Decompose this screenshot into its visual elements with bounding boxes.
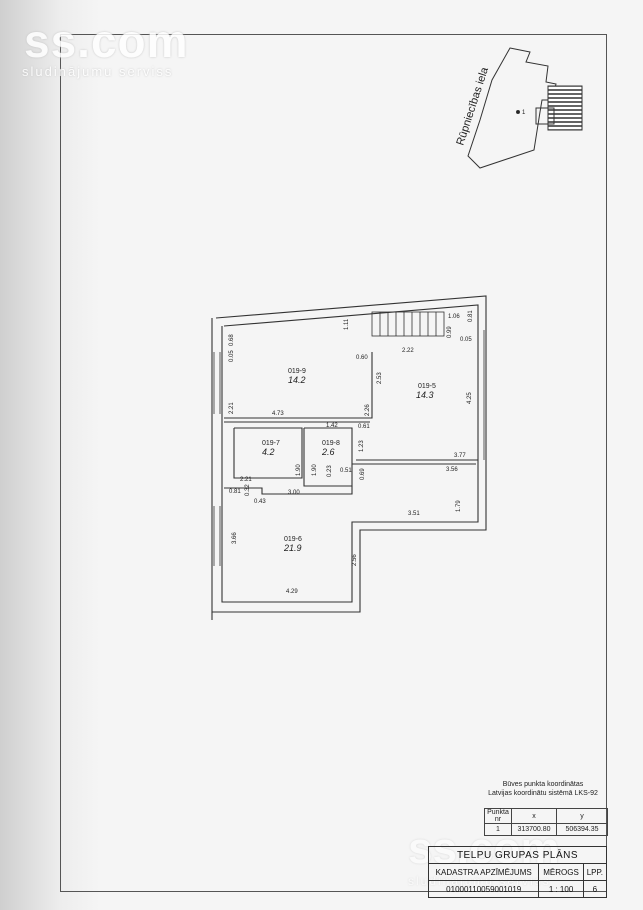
site-point-label: 1 bbox=[522, 110, 526, 116]
value-page: 6 bbox=[582, 880, 608, 898]
title-block: TELPU GRUPAS PLĀNS KADASTRA APZĪMĒJUMS M… bbox=[427, 846, 608, 898]
svg-text:3.00: 3.00 bbox=[288, 490, 300, 496]
svg-text:1.90: 1.90 bbox=[312, 464, 318, 476]
room-area-019-7: 4.2 bbox=[262, 447, 275, 457]
svg-text:1.79: 1.79 bbox=[456, 500, 462, 512]
site-annex bbox=[535, 107, 555, 125]
windows bbox=[213, 330, 485, 566]
svg-text:4.73: 4.73 bbox=[272, 411, 284, 417]
value-scale: 1 : 100 bbox=[538, 880, 584, 898]
svg-text:4.29: 4.29 bbox=[286, 589, 298, 595]
svg-text:0.05: 0.05 bbox=[460, 337, 472, 343]
svg-text:0.32: 0.32 bbox=[245, 484, 251, 496]
svg-text:2.22: 2.22 bbox=[402, 348, 414, 354]
svg-text:1.23: 1.23 bbox=[359, 440, 365, 452]
coordinates-caption: Būves punkta koordinātas Latvijas koordi… bbox=[484, 780, 602, 798]
outer-wall-inner bbox=[221, 304, 479, 603]
room-id-019-8: 019-8 bbox=[322, 440, 340, 447]
coordinates-heading: Būves punkta koordinātas bbox=[502, 781, 584, 788]
svg-text:0.51: 0.51 bbox=[340, 468, 352, 474]
title-block-title: TELPU GRUPAS PLĀNS bbox=[428, 846, 607, 864]
wall-019-6-north bbox=[224, 486, 353, 495]
svg-text:0.68: 0.68 bbox=[229, 334, 235, 346]
svg-text:0.81: 0.81 bbox=[229, 489, 241, 495]
title-block-header-row: KADASTRA APZĪMĒJUMS MĒROGS LPP. bbox=[427, 863, 608, 881]
svg-text:0.05: 0.05 bbox=[229, 350, 235, 362]
staircase bbox=[371, 311, 445, 337]
cell-x: 313700.80 bbox=[511, 823, 557, 836]
svg-text:3.66: 3.66 bbox=[232, 532, 238, 544]
watermark-logo: ss.com bbox=[24, 15, 189, 67]
svg-text:1.42: 1.42 bbox=[326, 423, 338, 429]
svg-text:1.90: 1.90 bbox=[296, 464, 302, 476]
wall-room-019-7 bbox=[233, 427, 303, 479]
site-building-outline bbox=[467, 47, 557, 169]
site-plan bbox=[467, 47, 583, 169]
svg-text:2.56: 2.56 bbox=[352, 554, 358, 566]
col-header-y: y bbox=[556, 808, 608, 824]
table-row: 1 313700.80 506394.35 bbox=[484, 823, 608, 836]
street-label: Rūpniecības iela bbox=[454, 65, 491, 147]
room-id-019-9: 019-9 bbox=[288, 368, 306, 375]
svg-text:0.23: 0.23 bbox=[327, 465, 333, 477]
svg-text:2.21: 2.21 bbox=[229, 402, 235, 414]
floor-plan-walls bbox=[211, 295, 487, 620]
cell-point: 1 bbox=[484, 823, 512, 836]
room-area-019-8: 2.6 bbox=[321, 447, 335, 457]
svg-text:0.99: 0.99 bbox=[447, 326, 453, 338]
svg-text:0.81: 0.81 bbox=[468, 310, 474, 322]
svg-text:3.56: 3.56 bbox=[446, 467, 458, 473]
room-area-019-9: 14.2 bbox=[288, 375, 306, 385]
svg-text:3.77: 3.77 bbox=[454, 453, 466, 459]
table-header-row: Punkta nr x y bbox=[484, 808, 608, 824]
room-labels: 019-9 14.2 019-5 14.3 019-7 4.2 019-8 2.… bbox=[262, 368, 436, 553]
header-cadastre: KADASTRA APZĪMĒJUMS bbox=[427, 863, 540, 881]
scan-shadow bbox=[0, 0, 100, 910]
svg-text:2.21: 2.21 bbox=[240, 477, 252, 483]
col-header-point: Punkta nr bbox=[484, 808, 512, 824]
room-area-019-5: 14.3 bbox=[416, 390, 434, 400]
room-id-019-6: 019-6 bbox=[284, 536, 302, 543]
value-cadastre: 01000110059001019 bbox=[427, 880, 540, 898]
svg-text:0.69: 0.69 bbox=[360, 468, 366, 480]
svg-text:0.43: 0.43 bbox=[254, 499, 266, 505]
watermark-tagline: sludinājumu serviss bbox=[22, 64, 174, 79]
coordinates-system: Latvijas koordinātu sistēmā LKS-92 bbox=[488, 790, 598, 797]
svg-text:0.60: 0.60 bbox=[356, 355, 368, 361]
svg-text:0.61: 0.61 bbox=[358, 424, 370, 430]
site-point-marker bbox=[516, 110, 520, 114]
col-header-x: x bbox=[511, 808, 557, 824]
coordinates-table: Punkta nr x y 1 313700.80 506394.35 bbox=[484, 808, 608, 836]
header-scale: MĒROGS bbox=[538, 863, 584, 881]
room-id-019-7: 019-7 bbox=[262, 440, 280, 447]
svg-text:4.25: 4.25 bbox=[467, 392, 473, 404]
room-id-019-5: 019-5 bbox=[418, 383, 436, 390]
svg-text:1.11: 1.11 bbox=[344, 318, 350, 330]
wall-room-019-9 bbox=[224, 352, 373, 419]
drawing-frame bbox=[60, 34, 607, 892]
outer-wall-outer bbox=[211, 295, 487, 613]
svg-text:2.26: 2.26 bbox=[365, 404, 371, 416]
room-area-019-6: 21.9 bbox=[283, 543, 302, 553]
title-block-value-row: 01000110059001019 1 : 100 6 bbox=[427, 880, 608, 898]
svg-text:1.06: 1.06 bbox=[448, 314, 460, 320]
dimension-labels: 1.11 1.06 0.99 0.81 0.68 0.05 2.22 0.60 … bbox=[229, 310, 474, 595]
cell-y: 506394.35 bbox=[556, 823, 608, 836]
svg-text:3.51: 3.51 bbox=[408, 511, 420, 517]
svg-text:2.53: 2.53 bbox=[377, 372, 383, 384]
header-page: LPP. bbox=[582, 863, 608, 881]
